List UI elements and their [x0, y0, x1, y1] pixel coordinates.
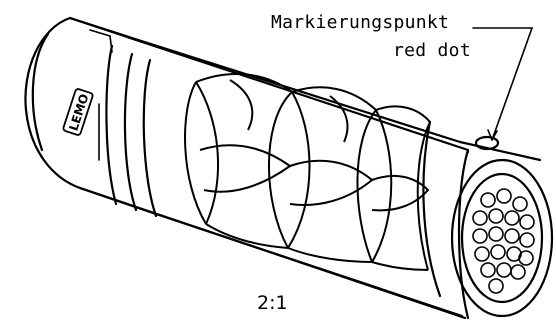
- logo-mark: LEMO: [62, 88, 94, 136]
- knurl-pattern: [184, 73, 432, 271]
- callout-arrow: [487, 129, 498, 141]
- connector-body-outline: [24, 16, 470, 320]
- callout-label-english: red dot: [393, 40, 471, 61]
- callout-label-german: Markierungspunkt: [271, 12, 450, 33]
- front-collar: [422, 120, 442, 298]
- connector-bottom-edge: [78, 186, 464, 318]
- contact-pins: [472, 188, 535, 294]
- rear-cap-ring: [31, 32, 50, 152]
- front-face-outer: [450, 158, 554, 318]
- rear-cap-step: [89, 29, 113, 53]
- front-face-inner: [460, 172, 544, 304]
- sleeve-rear-edge-3: [142, 58, 158, 218]
- sleeve-rear-edge-2: [123, 52, 138, 212]
- red-dot-marker: [474, 135, 500, 151]
- front-collar-edge: [457, 148, 470, 320]
- scale-label: 2:1: [257, 292, 288, 314]
- sleeve-rear-edge: [105, 44, 118, 206]
- callout-leader: [472, 27, 534, 141]
